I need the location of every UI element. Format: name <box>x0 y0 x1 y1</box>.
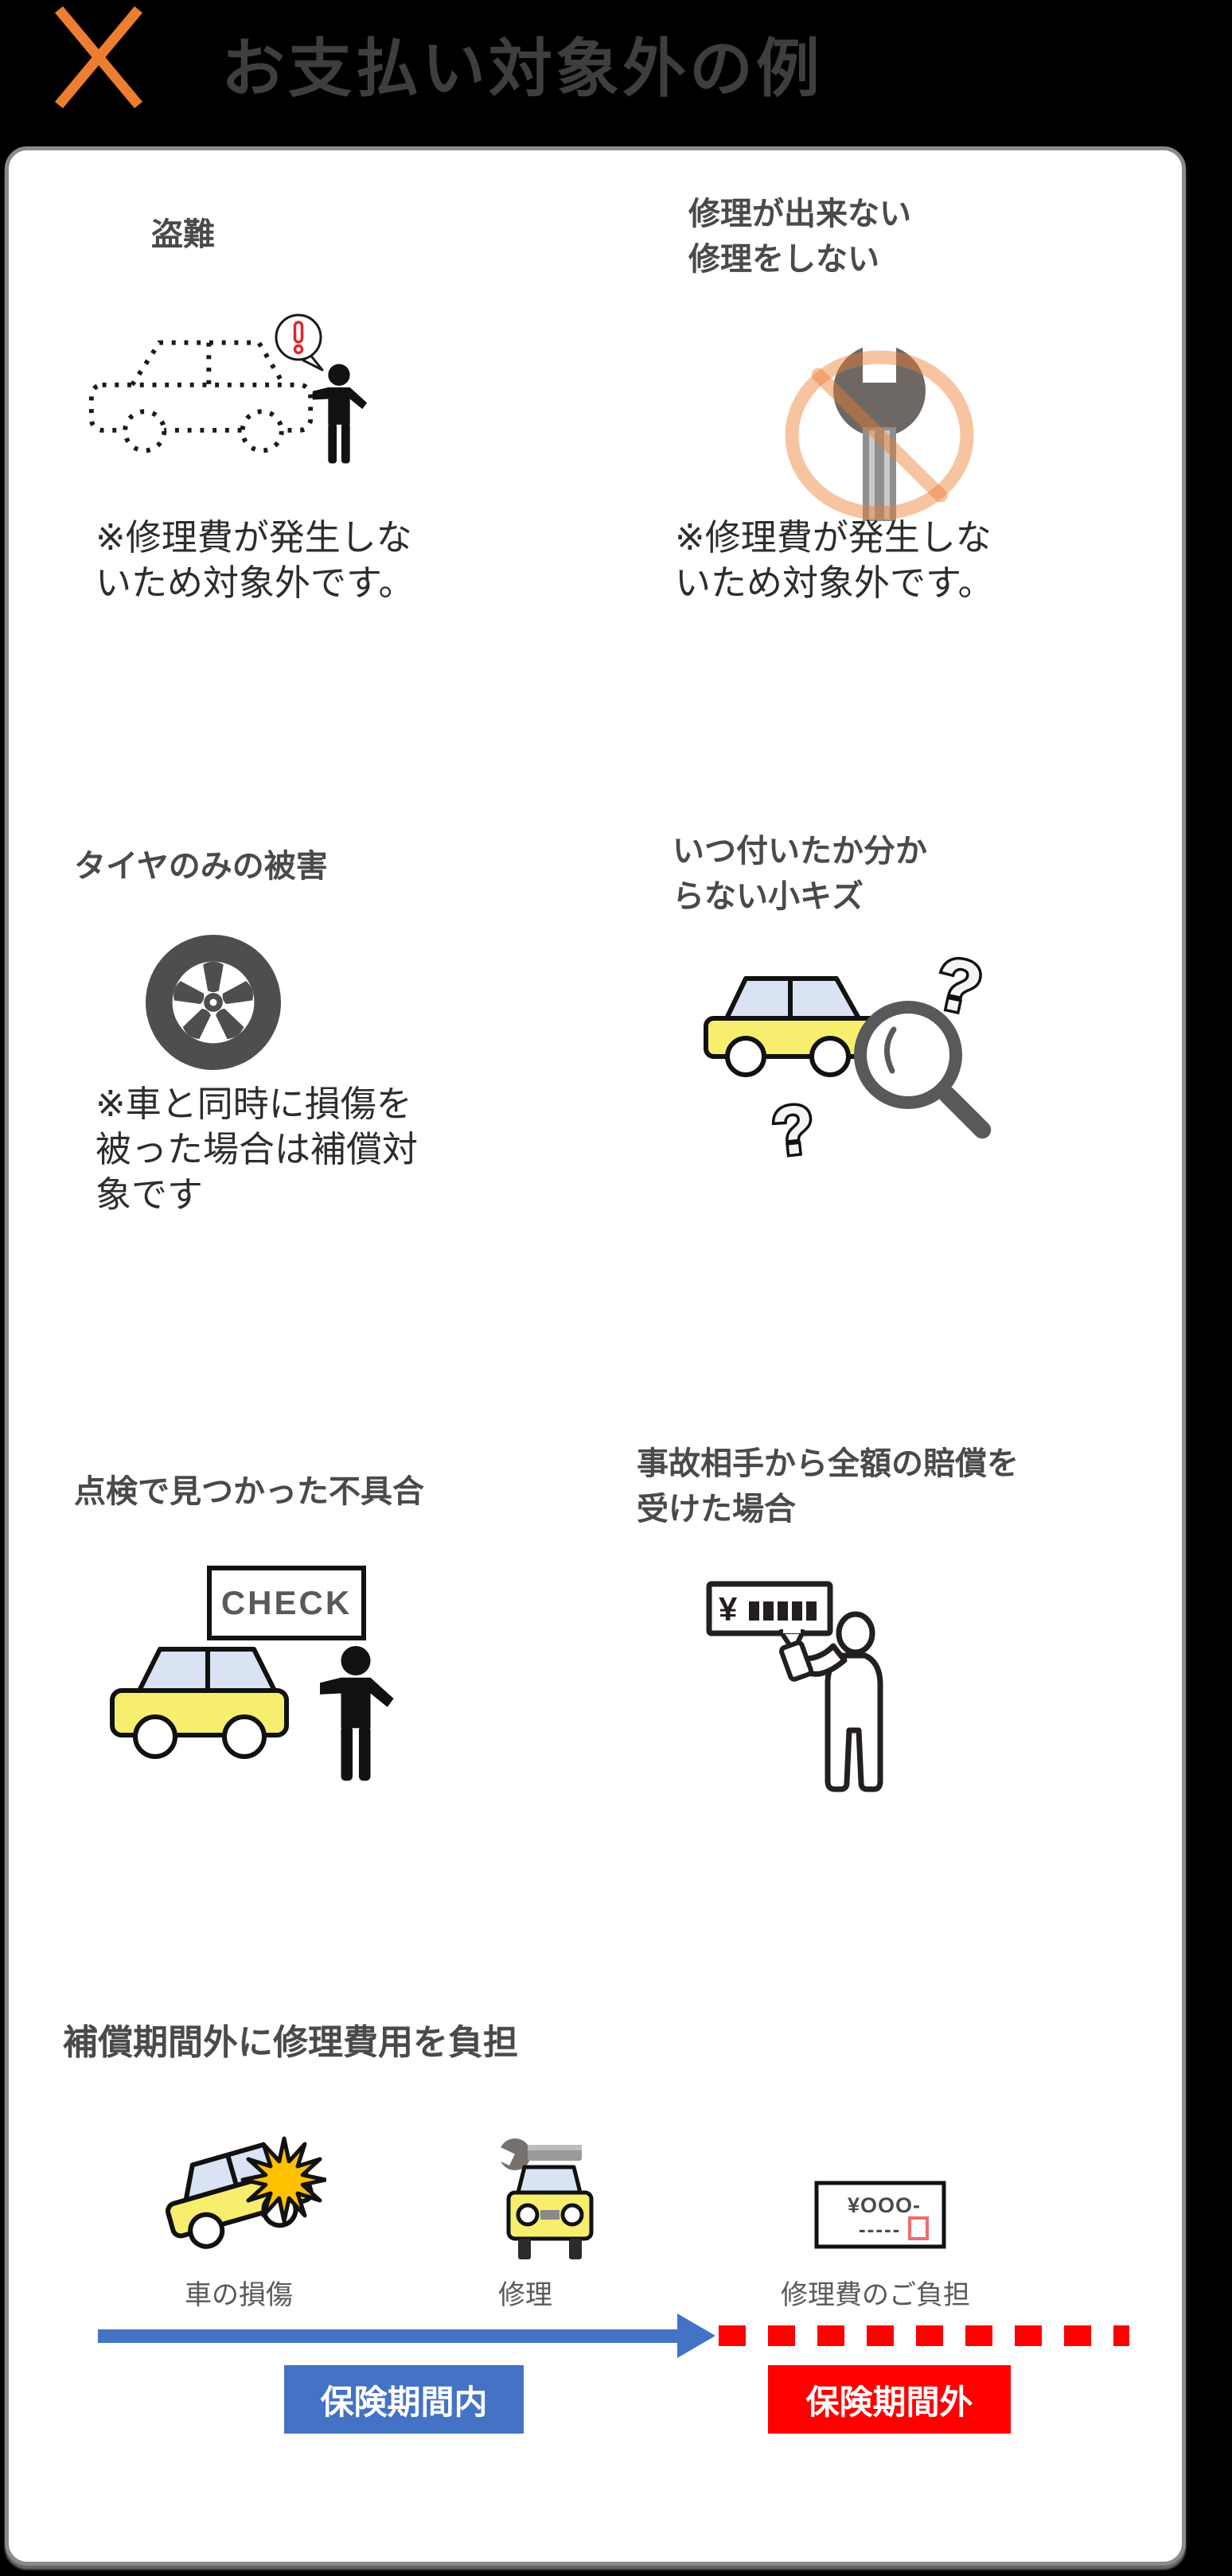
payer-person-icon <box>779 1611 883 1792</box>
alert-bubble-icon <box>275 313 324 372</box>
insurance-period-out-badge: 保険期間外 <box>768 2365 1011 2434</box>
timeline-arrow-bar <box>98 2329 677 2343</box>
owner-person-icon <box>312 364 368 464</box>
crashed-car-icon <box>166 2136 326 2249</box>
scratched-car-magnifier-icon: ? ? <box>704 945 992 1173</box>
section-tire-caption: ※車と同時に損傷を 被った場合は補償対 象です <box>96 1084 419 1215</box>
section-norepair-caption: ※修理費が発生しな いため対象外です。 <box>675 517 994 603</box>
check-signboard: CHECK <box>207 1566 366 1640</box>
svg-text:¥OOO-: ¥OOO- <box>848 2193 921 2217</box>
money-bubble-icon: ¥ <box>706 1581 833 1653</box>
insurance-period-in-badge: 保険期間内 <box>284 2365 524 2434</box>
timeline-step-label: 修理 <box>498 2280 552 2310</box>
repair-wrench-car-icon <box>491 2138 594 2259</box>
tire-icon <box>145 934 282 1071</box>
money-bubble-person-icon: ¥ <box>706 1581 883 1792</box>
section-tire-title: タイヤのみの被害 <box>74 849 328 884</box>
close-button[interactable] <box>46 5 151 110</box>
inspection-car-icon <box>110 1647 289 1759</box>
crash-starburst-icon <box>240 2136 326 2224</box>
timeline-step-label: 車の損傷 <box>185 2280 293 2310</box>
question-mark-icon: ? <box>928 945 988 1030</box>
section-compensation-title: 事故相手から全額の賠償を 受けた場合 <box>637 1446 1019 1527</box>
inspector-person-icon <box>320 1646 394 1781</box>
wrench-icon <box>491 2138 582 2170</box>
content-card: 盗難 ※修理費が発生しな いため対象外です。 <box>5 146 1186 2566</box>
section-norepair-title: 修理が出来ない 修理をしない <box>688 197 911 277</box>
check-sign-label: CHECK <box>220 1584 353 1621</box>
stamp-box-icon <box>908 2216 929 2240</box>
no-repair-wrench-icon <box>785 338 974 521</box>
svg-text:-----: ----- <box>859 2217 901 2241</box>
invoice-icon: ¥OOO- ----- <box>814 2181 946 2249</box>
section-theft-title: 盗難 <box>151 217 215 252</box>
svg-text:¥: ¥ <box>719 1590 738 1628</box>
section-inspection-title: 点検で見つかった不具合 <box>74 1474 424 1509</box>
timeline-step-label: 修理費のご負担 <box>781 2280 970 2310</box>
timeline-dashed-line <box>719 2325 1129 2346</box>
section-theft-caption: ※修理費が発生しな いため対象外です。 <box>96 517 415 603</box>
section-period-title: 補償期間外に修理費用を負担 <box>63 2023 518 2062</box>
page-title: お支払い対象外の例 <box>221 33 823 104</box>
question-mark-icon: ? <box>769 1091 818 1171</box>
close-x-icon <box>55 6 142 109</box>
dotted-car-icon <box>88 340 314 453</box>
section-scratch-title: いつ付いたか分か らない小キズ <box>673 834 927 914</box>
magnifier-icon <box>854 1001 992 1139</box>
timeline-arrow-head-icon <box>677 2313 715 2358</box>
